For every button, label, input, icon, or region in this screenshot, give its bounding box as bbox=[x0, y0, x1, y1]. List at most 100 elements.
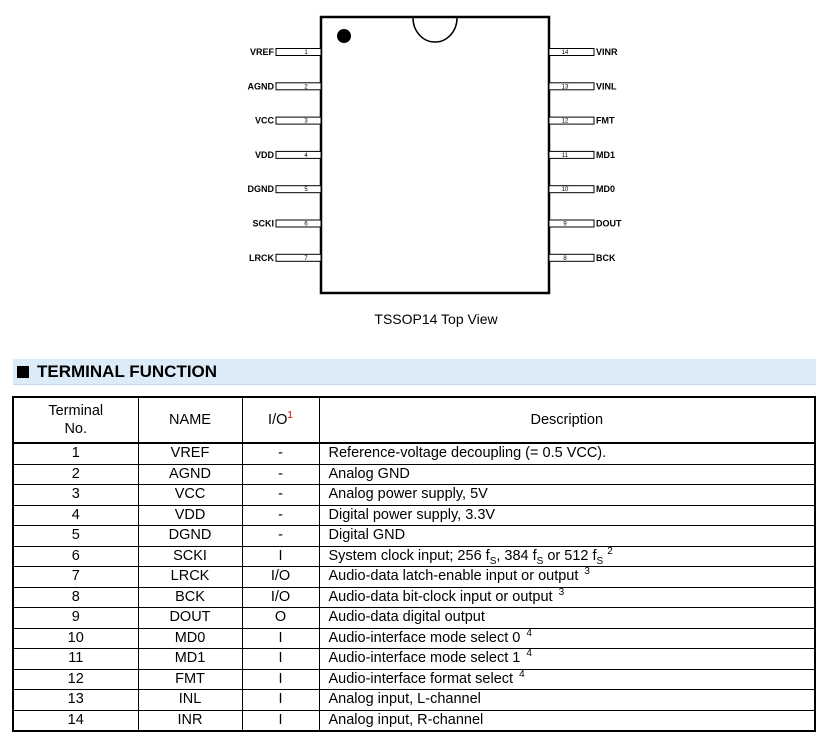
name-cell: DGND bbox=[137, 525, 243, 547]
pin-lead bbox=[275, 219, 322, 228]
pin-number: 11 bbox=[562, 153, 569, 159]
description-text: Audio-data bit-clock input or output bbox=[328, 588, 553, 605]
pin-lead bbox=[548, 116, 595, 125]
name-cell: DOUT bbox=[137, 607, 243, 629]
pin-number: 7 bbox=[304, 256, 308, 262]
footnote-marker: 3 bbox=[558, 586, 565, 598]
name-cell: SCKI bbox=[137, 545, 243, 567]
name-cell: AGND bbox=[137, 463, 243, 485]
pin-label: MD1 bbox=[596, 150, 615, 160]
description-text: Analog GND bbox=[328, 465, 410, 482]
chip-body bbox=[319, 15, 551, 295]
description-text: Analog power supply, 5V bbox=[328, 486, 488, 502]
description-text: Audio-interface mode select 0 bbox=[328, 629, 521, 646]
description-text: Analog input, L-channel bbox=[328, 691, 481, 707]
pin-label: VDD bbox=[255, 150, 275, 160]
terminal-no-cell: 9 bbox=[12, 607, 139, 629]
pin-label: FMT bbox=[596, 116, 615, 126]
pin-label: DGND bbox=[248, 184, 275, 194]
description-text: Analog input, R-channel bbox=[328, 711, 484, 728]
terminal-no-cell: 5 bbox=[12, 525, 139, 547]
pin-number: 5 bbox=[304, 187, 308, 193]
pin1-notch bbox=[412, 17, 458, 43]
pin-label: AGND bbox=[248, 81, 275, 91]
description-text: Audio-interface mode select 1 bbox=[328, 650, 521, 666]
square-bullet-icon bbox=[17, 366, 29, 378]
description-text: Audio-interface format select bbox=[328, 670, 514, 687]
io-footnote-marker: 1 bbox=[287, 410, 293, 422]
description-cell: System clock input; 256 fS, 384 fS or 51… bbox=[318, 545, 816, 567]
description-cell: Audio-data bit-clock input or output 3 bbox=[318, 586, 816, 608]
pin-number: 13 bbox=[562, 84, 569, 90]
pin-number: 1 bbox=[304, 50, 308, 56]
table-header-row: Terminal No. NAME I/O1 Description bbox=[12, 396, 816, 444]
pin-lead bbox=[275, 253, 322, 262]
terminal-no-cell: 6 bbox=[12, 545, 139, 567]
pin-7: 7 LRCK bbox=[249, 253, 322, 263]
description-text: Audio-data latch-enable input or output bbox=[328, 568, 579, 584]
pin-5: 5 DGND bbox=[248, 184, 322, 194]
description-text: Audio-data digital output bbox=[328, 609, 485, 625]
description-cell: Audio-data digital output bbox=[318, 607, 816, 629]
description-cell: Analog input, L-channel bbox=[318, 689, 816, 711]
pin-lead bbox=[275, 82, 322, 91]
name-cell: LRCK bbox=[137, 566, 243, 588]
footnote-marker: 4 bbox=[526, 627, 532, 639]
pin-number: 2 bbox=[304, 84, 308, 90]
footnote-marker: 3 bbox=[584, 566, 590, 578]
terminal-no-cell: 14 bbox=[12, 709, 139, 732]
terminal-no-cell: 13 bbox=[12, 689, 139, 711]
subscript: S bbox=[536, 555, 544, 567]
terminal-no-cell: 3 bbox=[12, 484, 139, 506]
pin-number: 8 bbox=[563, 256, 567, 262]
section-title: TERMINAL FUNCTION bbox=[37, 362, 218, 381]
terminal-no-cell: 11 bbox=[12, 648, 139, 670]
terminal-no-cell: 1 bbox=[12, 442, 139, 465]
footnote-marker: 2 bbox=[607, 545, 613, 557]
header-terminal-no: Terminal No. bbox=[12, 396, 139, 444]
pin-lead bbox=[275, 150, 322, 159]
name-cell: MD0 bbox=[137, 627, 243, 649]
pin-label: LRCK bbox=[249, 253, 274, 263]
io-cell: I bbox=[241, 648, 320, 670]
description-cell: Analog power supply, 5V bbox=[318, 484, 816, 506]
io-cell: O bbox=[241, 607, 320, 629]
name-cell: VREF bbox=[137, 442, 243, 465]
footnote-marker: 4 bbox=[526, 648, 532, 660]
pin-number: 12 bbox=[562, 119, 569, 125]
io-cell: - bbox=[241, 504, 320, 526]
description-cell: Digital power supply, 3.3V bbox=[318, 504, 816, 526]
header-io: I/O1 bbox=[241, 396, 320, 444]
description-text: , 384 f bbox=[496, 547, 537, 564]
pin-lead bbox=[548, 82, 595, 91]
pin-number: 9 bbox=[563, 222, 567, 228]
pin-lead bbox=[548, 185, 595, 194]
terminal-no-cell: 2 bbox=[12, 463, 139, 485]
name-cell: BCK bbox=[137, 586, 243, 608]
io-cell: - bbox=[241, 525, 320, 547]
description-cell: Analog input, R-channel bbox=[318, 709, 816, 732]
name-cell: FMT bbox=[137, 668, 243, 690]
io-cell: - bbox=[241, 484, 320, 506]
pin-lead bbox=[275, 48, 322, 56]
pin-label: SCKI bbox=[252, 219, 274, 229]
pin-number: 3 bbox=[304, 119, 308, 125]
io-cell: I bbox=[241, 689, 320, 711]
pin-label: VCC bbox=[255, 116, 275, 126]
name-cell: VCC bbox=[137, 484, 243, 506]
